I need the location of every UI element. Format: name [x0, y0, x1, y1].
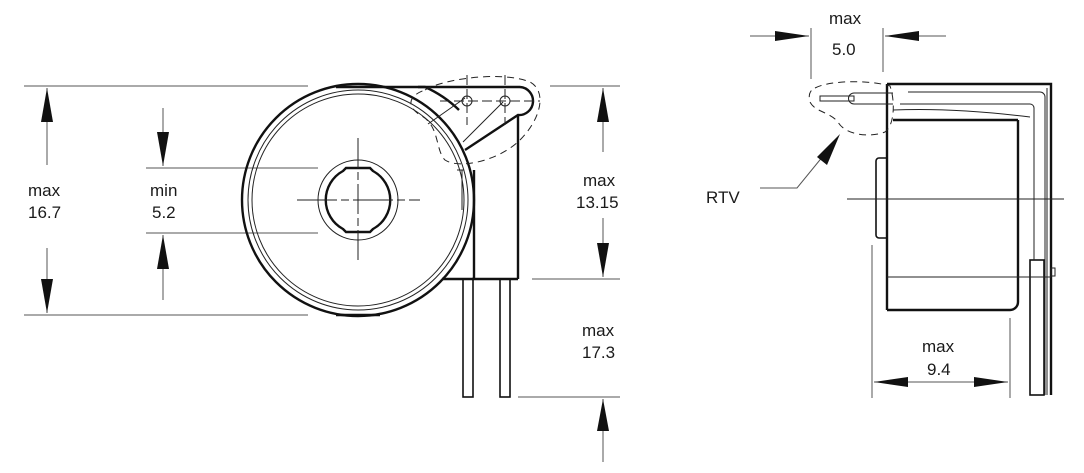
lead-2 [499, 278, 511, 398]
dim-label-qualifier: max [829, 9, 862, 28]
dim-label-value: 13.15 [576, 193, 619, 212]
tab-line [427, 97, 466, 125]
rtv-region [808, 81, 894, 136]
dim-label-value: 17.3 [582, 343, 615, 362]
bracket-tab [1050, 267, 1056, 277]
bracket-inner-line [900, 103, 1035, 260]
arrow-right-icon [974, 377, 1008, 387]
lead-insulation [848, 92, 893, 105]
rtv-callout: RTV [706, 188, 740, 207]
dim-label-value: 5.2 [152, 203, 176, 222]
body-outline [887, 120, 1020, 312]
arrow-up-icon [597, 88, 609, 122]
tab-line [462, 101, 504, 143]
arrow-down-icon [157, 132, 169, 166]
arrow-up-icon [157, 235, 169, 269]
wire-curve [892, 108, 1031, 118]
arrow-down-icon [597, 243, 609, 277]
dim-label-value: 16.7 [28, 203, 61, 222]
ring-inner-1 [247, 89, 469, 311]
front-boss [875, 157, 887, 239]
arrow-up-icon [597, 399, 609, 431]
lead-pin [819, 95, 855, 102]
housing-tab [464, 85, 535, 152]
bracket-outer [887, 82, 1053, 395]
side-view: max 5.0 RTV max 9.4 [706, 9, 1064, 398]
ring-inner-2 [251, 93, 465, 307]
dim-label-qualifier: max [922, 337, 955, 356]
dim-label-qualifier: min [150, 181, 177, 200]
bracket-inner-line [908, 91, 1046, 395]
dim-label-value: 5.0 [832, 40, 856, 59]
arrow-left-icon [885, 31, 919, 41]
arrow-down-icon [41, 279, 53, 313]
dim-label-qualifier: max [582, 321, 615, 340]
bore-keyed-hole [324, 166, 392, 234]
dim-label-qualifier: max [583, 171, 616, 190]
dim-label-value: 9.4 [927, 360, 951, 379]
dim-label-qualifier: max [28, 181, 61, 200]
lead-side [1029, 259, 1045, 396]
arrow-up-icon [41, 88, 53, 122]
arrow-left-icon [874, 377, 908, 387]
arrow-icon [817, 134, 840, 165]
arrow-right-icon [775, 31, 809, 41]
lead-1 [462, 278, 474, 398]
front-view: max 16.7 min 5.2 max 13.15 max 17.3 [24, 75, 620, 462]
